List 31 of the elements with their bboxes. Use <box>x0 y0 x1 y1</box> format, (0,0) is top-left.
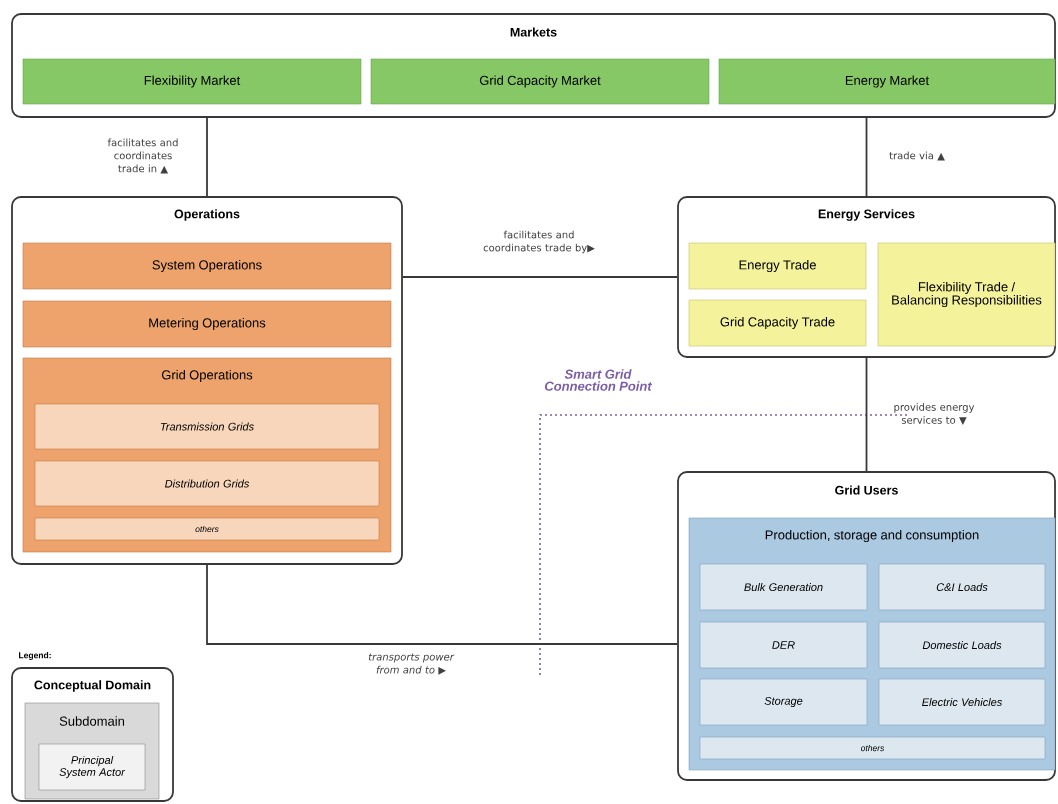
edge-label: facilitates and coordinates trade in ▲ <box>107 138 178 174</box>
actor-box: others <box>699 736 1046 760</box>
legend-heading: Legend: <box>19 652 51 660</box>
boundary-label: Smart Grid Connection Point <box>544 369 653 391</box>
connector-line <box>206 117 208 197</box>
actor-box: C&I Loads <box>878 563 1046 611</box>
connector-line <box>206 564 678 645</box>
actor-box: others <box>34 517 380 541</box>
actor-box: Bulk Generation <box>699 563 868 611</box>
actor-box: Distribution Grids <box>34 460 380 507</box>
actor-box: Electric Vehicles <box>878 678 1046 726</box>
actor-box: Storage <box>699 678 868 726</box>
subdomain-box: System Operations <box>22 242 392 290</box>
actor-box: Principal System Actor <box>38 743 146 791</box>
subdomain-box: Grid Capacity Market <box>370 58 710 105</box>
actor-box: DER <box>699 621 868 669</box>
edge-label: provides energy services to ▼ <box>894 403 975 425</box>
connector-line <box>865 357 868 472</box>
actor-box: Transmission Grids <box>34 403 380 450</box>
subdomain-box: Flexibility Market <box>22 58 362 105</box>
subdomain-box: Metering Operations <box>22 300 392 348</box>
connector-line <box>402 276 678 278</box>
actor-box: Domestic Loads <box>878 621 1046 669</box>
edge-label: trade via ▲ <box>889 151 945 161</box>
subdomain-box: Energy Market <box>718 58 1056 105</box>
edge-label: facilitates and coordinates trade by▶ <box>483 230 595 254</box>
edge-label: transports power from and to ▶ <box>368 653 455 675</box>
subdomain-box: Energy Trade <box>688 242 867 290</box>
subdomain-box: Grid Capacity Trade <box>688 299 867 347</box>
subdomain-box: Flexibility Trade / Balancing Responsibilities <box>877 242 1056 347</box>
connector-line <box>865 117 868 197</box>
